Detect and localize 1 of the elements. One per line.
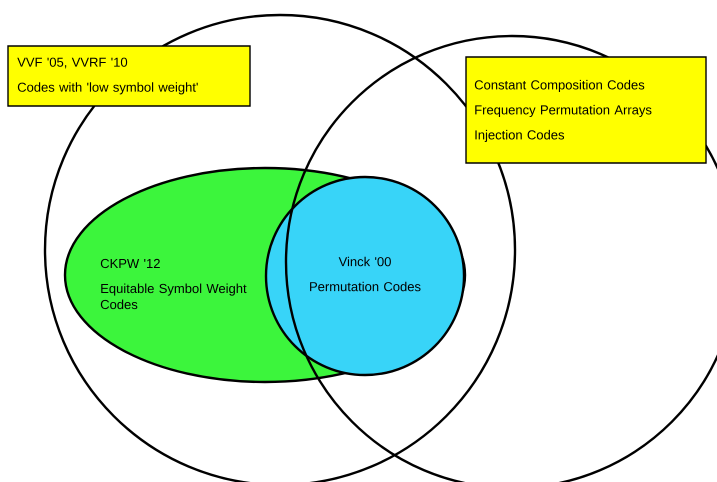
note-box: VVF '05, VVRF '10 Codes with 'low symbol weight' (7, 45, 251, 107)
